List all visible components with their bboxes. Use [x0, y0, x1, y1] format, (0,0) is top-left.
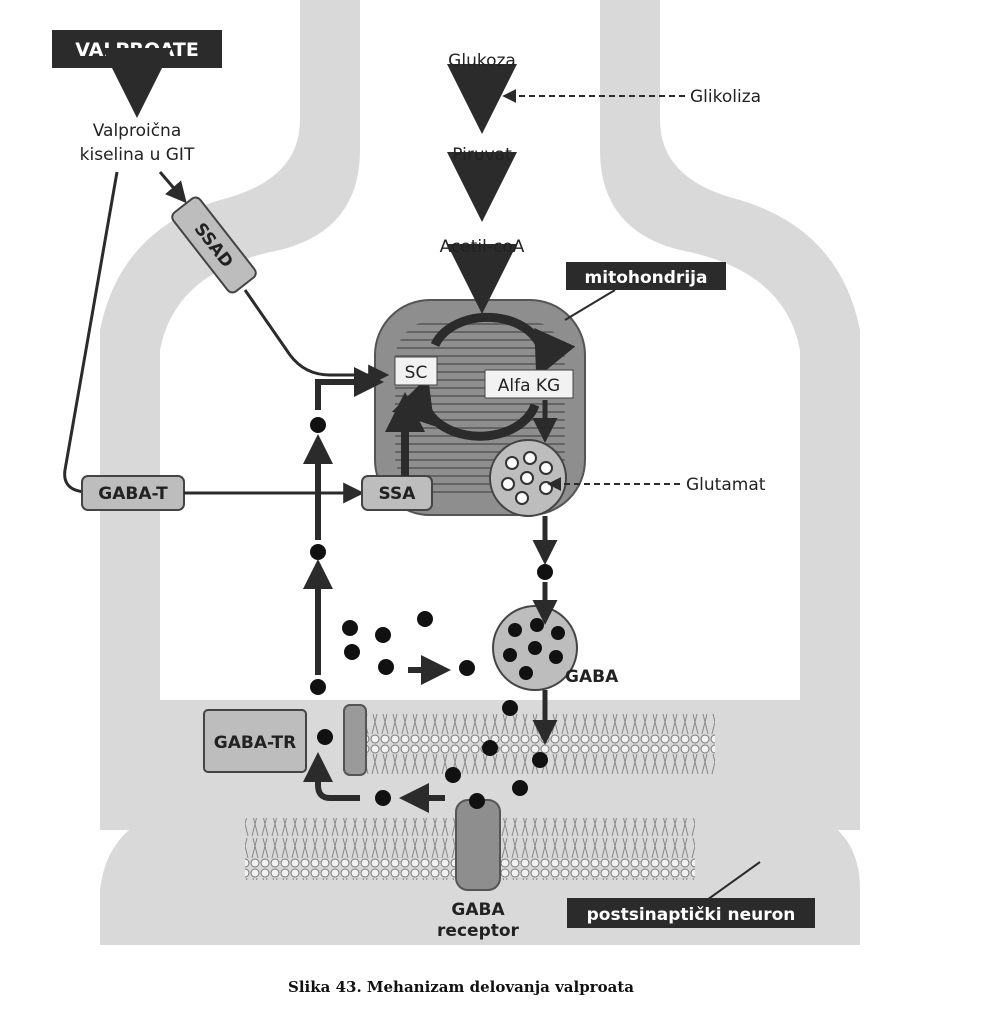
acetil-coa-label: Acetil-coA: [440, 237, 525, 257]
valproate-to-gaba-t-line: [63, 171, 119, 494]
gaba-recycling-arrows: [303, 367, 451, 813]
alfa-kg-box: [484, 369, 574, 399]
ssa-box: [361, 475, 433, 511]
alfa-kg-label: Alfa KG: [498, 376, 560, 396]
glukoza-label: Glukoza: [448, 51, 516, 71]
gaba-receptor: [455, 799, 501, 891]
krebs-cycle-arrow-top: [430, 312, 576, 379]
figure-caption: Slika 43. Mehanizam delovanja valproata: [288, 978, 634, 996]
postsynaptic-pointer: [699, 861, 761, 906]
valproate-label: VALPROATE: [75, 39, 199, 61]
glikoliza-label: Glikoliza: [690, 87, 761, 107]
mitohondrija-label: mitohondrija: [585, 268, 708, 288]
sc-label: SC: [405, 363, 428, 383]
ssad-to-sc-arrow: [243, 289, 390, 386]
valproic-label-2: kiselina u GIT: [80, 145, 195, 165]
valproic-label-1: Valproična: [93, 121, 182, 141]
gaba-tr-box: [203, 709, 307, 773]
gaba-receptor-label-2: receptor: [437, 921, 519, 941]
ssa-label: SSA: [379, 484, 417, 504]
glutamate-molecules: [501, 451, 553, 505]
mitohondrija-tag: [566, 262, 726, 290]
gaba-receptor-label-1: GABA: [451, 900, 505, 920]
ssad-box: SSAD: [171, 196, 257, 294]
postsinapticki-tag: [567, 898, 815, 928]
gaba-molecules: [310, 417, 553, 809]
gaba-tr-channel: [343, 704, 367, 776]
gaba-t-label: GABA-T: [98, 484, 168, 504]
mitohondrija-pointer: [564, 289, 616, 321]
gaba-vesicle-molecules: [503, 618, 565, 680]
gaba-tr-label: GABA-TR: [214, 733, 296, 753]
valproate-to-ssad-arrow: [158, 171, 187, 204]
sc-box: [394, 356, 438, 386]
piruvat-label: Piruvat: [452, 145, 512, 165]
glutamat-label: Glutamat: [686, 475, 766, 495]
gaba-label: GABA: [565, 667, 619, 687]
postsinapticki-label: postsinaptički neuron: [587, 905, 796, 925]
